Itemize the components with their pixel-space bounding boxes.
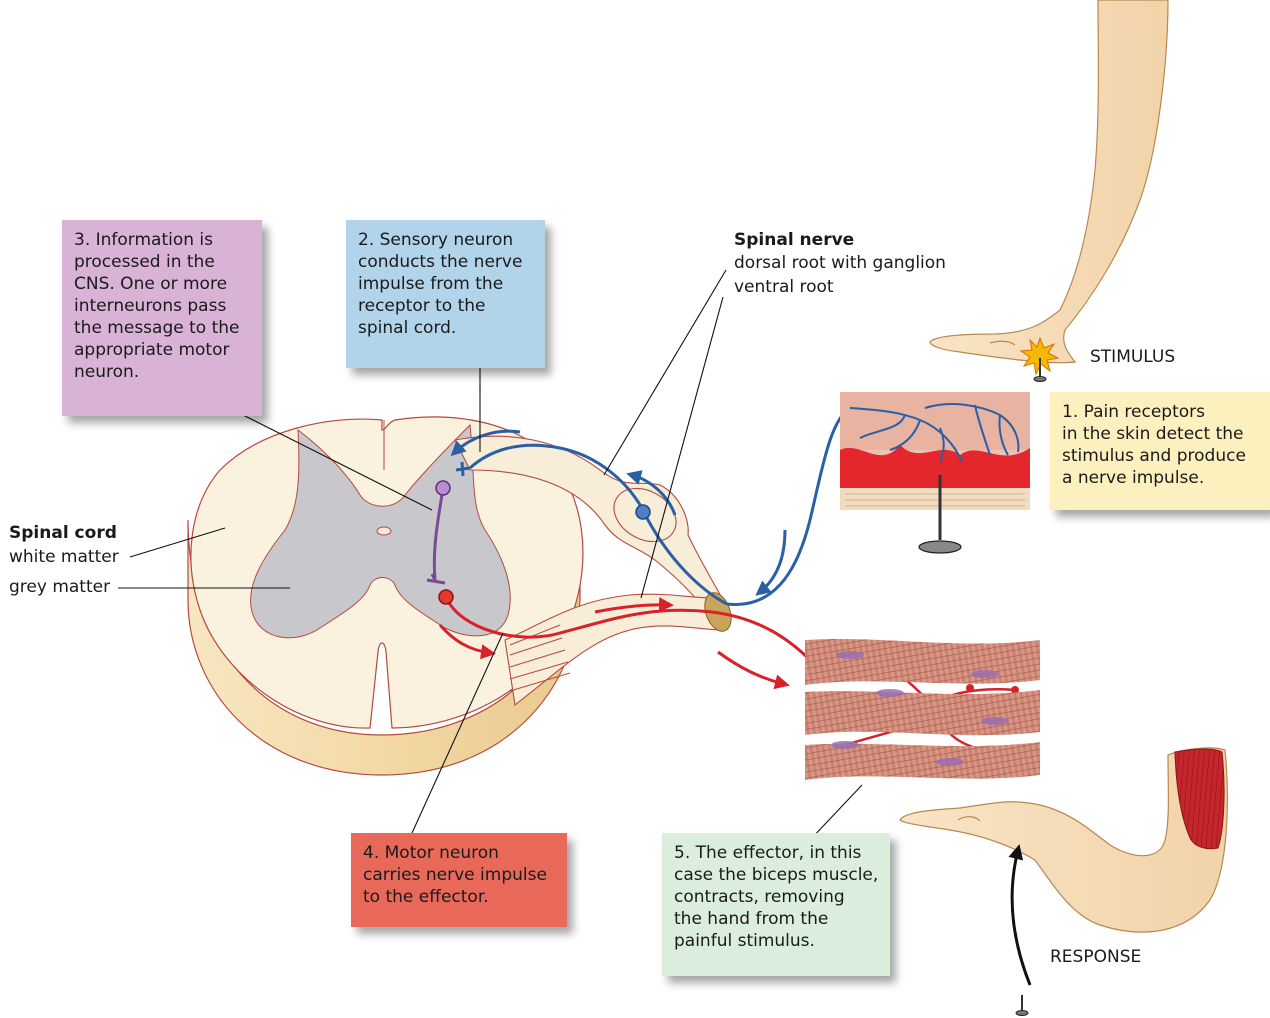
response-arrow xyxy=(1012,850,1030,985)
motor-callout-line: carries nerve impulse xyxy=(363,864,567,886)
receptor-callout-line: a nerve impulse. xyxy=(1062,467,1270,489)
spinal-nerve-title: Spinal nerve xyxy=(734,229,854,251)
ventral-root-label: ventral root xyxy=(734,276,834,298)
pin-head xyxy=(919,541,961,553)
muscle-fibers xyxy=(805,639,1040,780)
receptor-callout-line: 1. Pain receptors xyxy=(1062,401,1270,423)
sensory-cell-body xyxy=(636,505,650,519)
interneuron-callout-line: the message to the xyxy=(74,317,262,339)
sensory-callout: 2. Sensory neuron conducts the nerve imp… xyxy=(346,220,545,368)
motor-callout-line: to the effector. xyxy=(363,886,567,908)
effector-callout-line: contracts, removing xyxy=(674,886,890,908)
interneuron-callout-line: processed in the xyxy=(74,251,262,273)
effector-callout: 5. The effector, in this case the biceps… xyxy=(662,833,890,976)
response-label: RESPONSE xyxy=(1050,946,1141,968)
sensory-callout-line: impulse from the xyxy=(358,273,545,295)
sensory-callout-line: receptor to the xyxy=(358,295,545,317)
effector-callout-line: case the biceps muscle, xyxy=(674,864,890,886)
interneuron-cell-body xyxy=(436,481,450,495)
skin-section xyxy=(840,392,1030,553)
motor-cell-body xyxy=(439,590,453,604)
interneuron-callout-line: CNS. One or more xyxy=(74,273,262,295)
receptor-callout: 1. Pain receptors in the skin detect the… xyxy=(1050,392,1270,510)
dorsal-root-label: dorsal root with ganglion xyxy=(734,252,946,274)
motor-arrow-3 xyxy=(718,652,784,684)
interneuron-callout-line: neuron. xyxy=(74,361,262,383)
sensory-callout-line: spinal cord. xyxy=(358,317,545,339)
central-canal xyxy=(377,527,391,535)
grey-matter-label: grey matter xyxy=(9,576,110,598)
effector-callout-line: the hand from the xyxy=(674,908,890,930)
arm-stimulus xyxy=(930,0,1168,382)
interneuron-callout: 3. Information is processed in the CNS. … xyxy=(62,220,262,416)
spinal-cord-title: Spinal cord xyxy=(9,522,117,544)
white-matter-label: white matter xyxy=(9,546,119,568)
motor-callout-line: 4. Motor neuron xyxy=(363,842,567,864)
effector-callout-line: painful stimulus. xyxy=(674,930,890,952)
receptor-callout-line: stimulus and produce xyxy=(1062,445,1270,467)
receptor-callout-line: in the skin detect the xyxy=(1062,423,1270,445)
sensory-callout-line: conducts the nerve xyxy=(358,251,545,273)
sensory-callout-line: 2. Sensory neuron xyxy=(358,229,545,251)
interneuron-callout-line: 3. Information is xyxy=(74,229,262,251)
motor-callout: 4. Motor neuron carries nerve impulse to… xyxy=(351,833,567,927)
interneuron-callout-line: interneurons pass xyxy=(74,295,262,317)
effector-callout-line: 5. The effector, in this xyxy=(674,842,890,864)
stimulus-label: STIMULUS xyxy=(1090,346,1175,368)
sensory-neuron xyxy=(727,408,850,604)
interneuron-callout-line: appropriate motor xyxy=(74,339,262,361)
